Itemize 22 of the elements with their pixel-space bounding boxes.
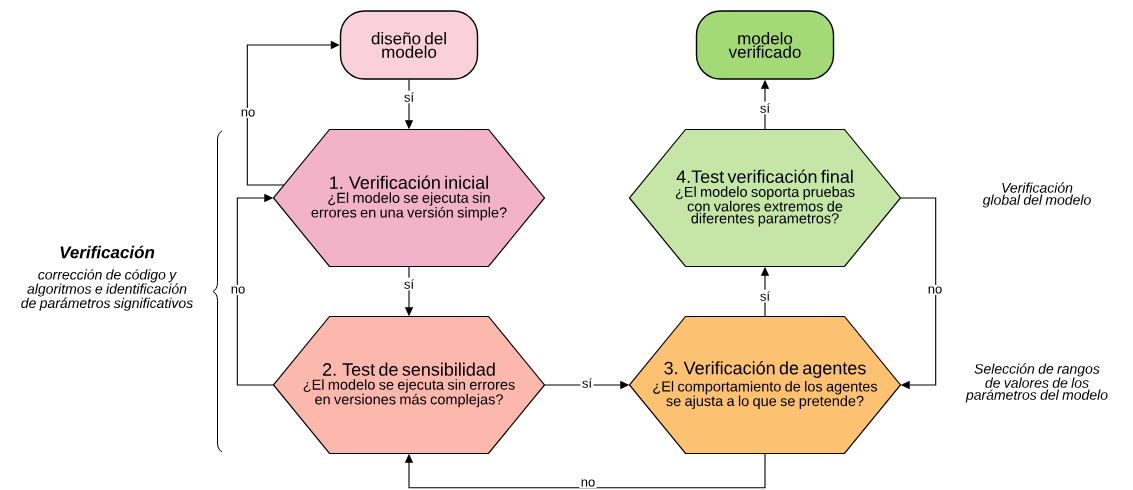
edge-label: no — [229, 284, 247, 296]
note-text: Verificación — [60, 245, 155, 259]
arrow — [404, 453, 766, 489]
note-text: Verificación global del modelo — [982, 182, 1091, 208]
note-text: corrección de código y algoritmos e identificación de parámetros significativos — [21, 269, 193, 311]
arrow — [236, 193, 274, 386]
arrow — [900, 197, 937, 390]
note-text: Selección de rangos de valores de los parámetros del modelo — [965, 363, 1108, 403]
process-hexagon: 1. Verificación inicial ¿El modelo se ejecuta sin errores en una versión simple? — [272, 128, 546, 268]
edge-label: sí — [402, 277, 416, 291]
process-hexagon: 3. Verificación de agentes ¿El comportamiento de los agentes se ajusta a lo que se pretende? — [628, 315, 902, 455]
edge-label: sí — [758, 101, 772, 115]
edge-label: no — [579, 477, 597, 489]
edge-label: sí — [580, 376, 594, 390]
terminal-box: modelo verificado — [695, 10, 835, 80]
edge-label: sí — [758, 289, 772, 303]
process-hexagon: 2. Test de sensibilidad ¿El modelo se ejecuta sin errores en versiones más complejas? — [272, 315, 546, 455]
edge-label: no — [926, 284, 944, 296]
terminal-box: diseño del modelo — [339, 10, 479, 80]
edge-label: sí — [402, 90, 416, 104]
edge-label: no — [239, 107, 257, 119]
process-hexagon: 4.Test verificación final ¿El modelo soporta pruebas con valores extremos de diferentes parametros? — [628, 128, 902, 268]
